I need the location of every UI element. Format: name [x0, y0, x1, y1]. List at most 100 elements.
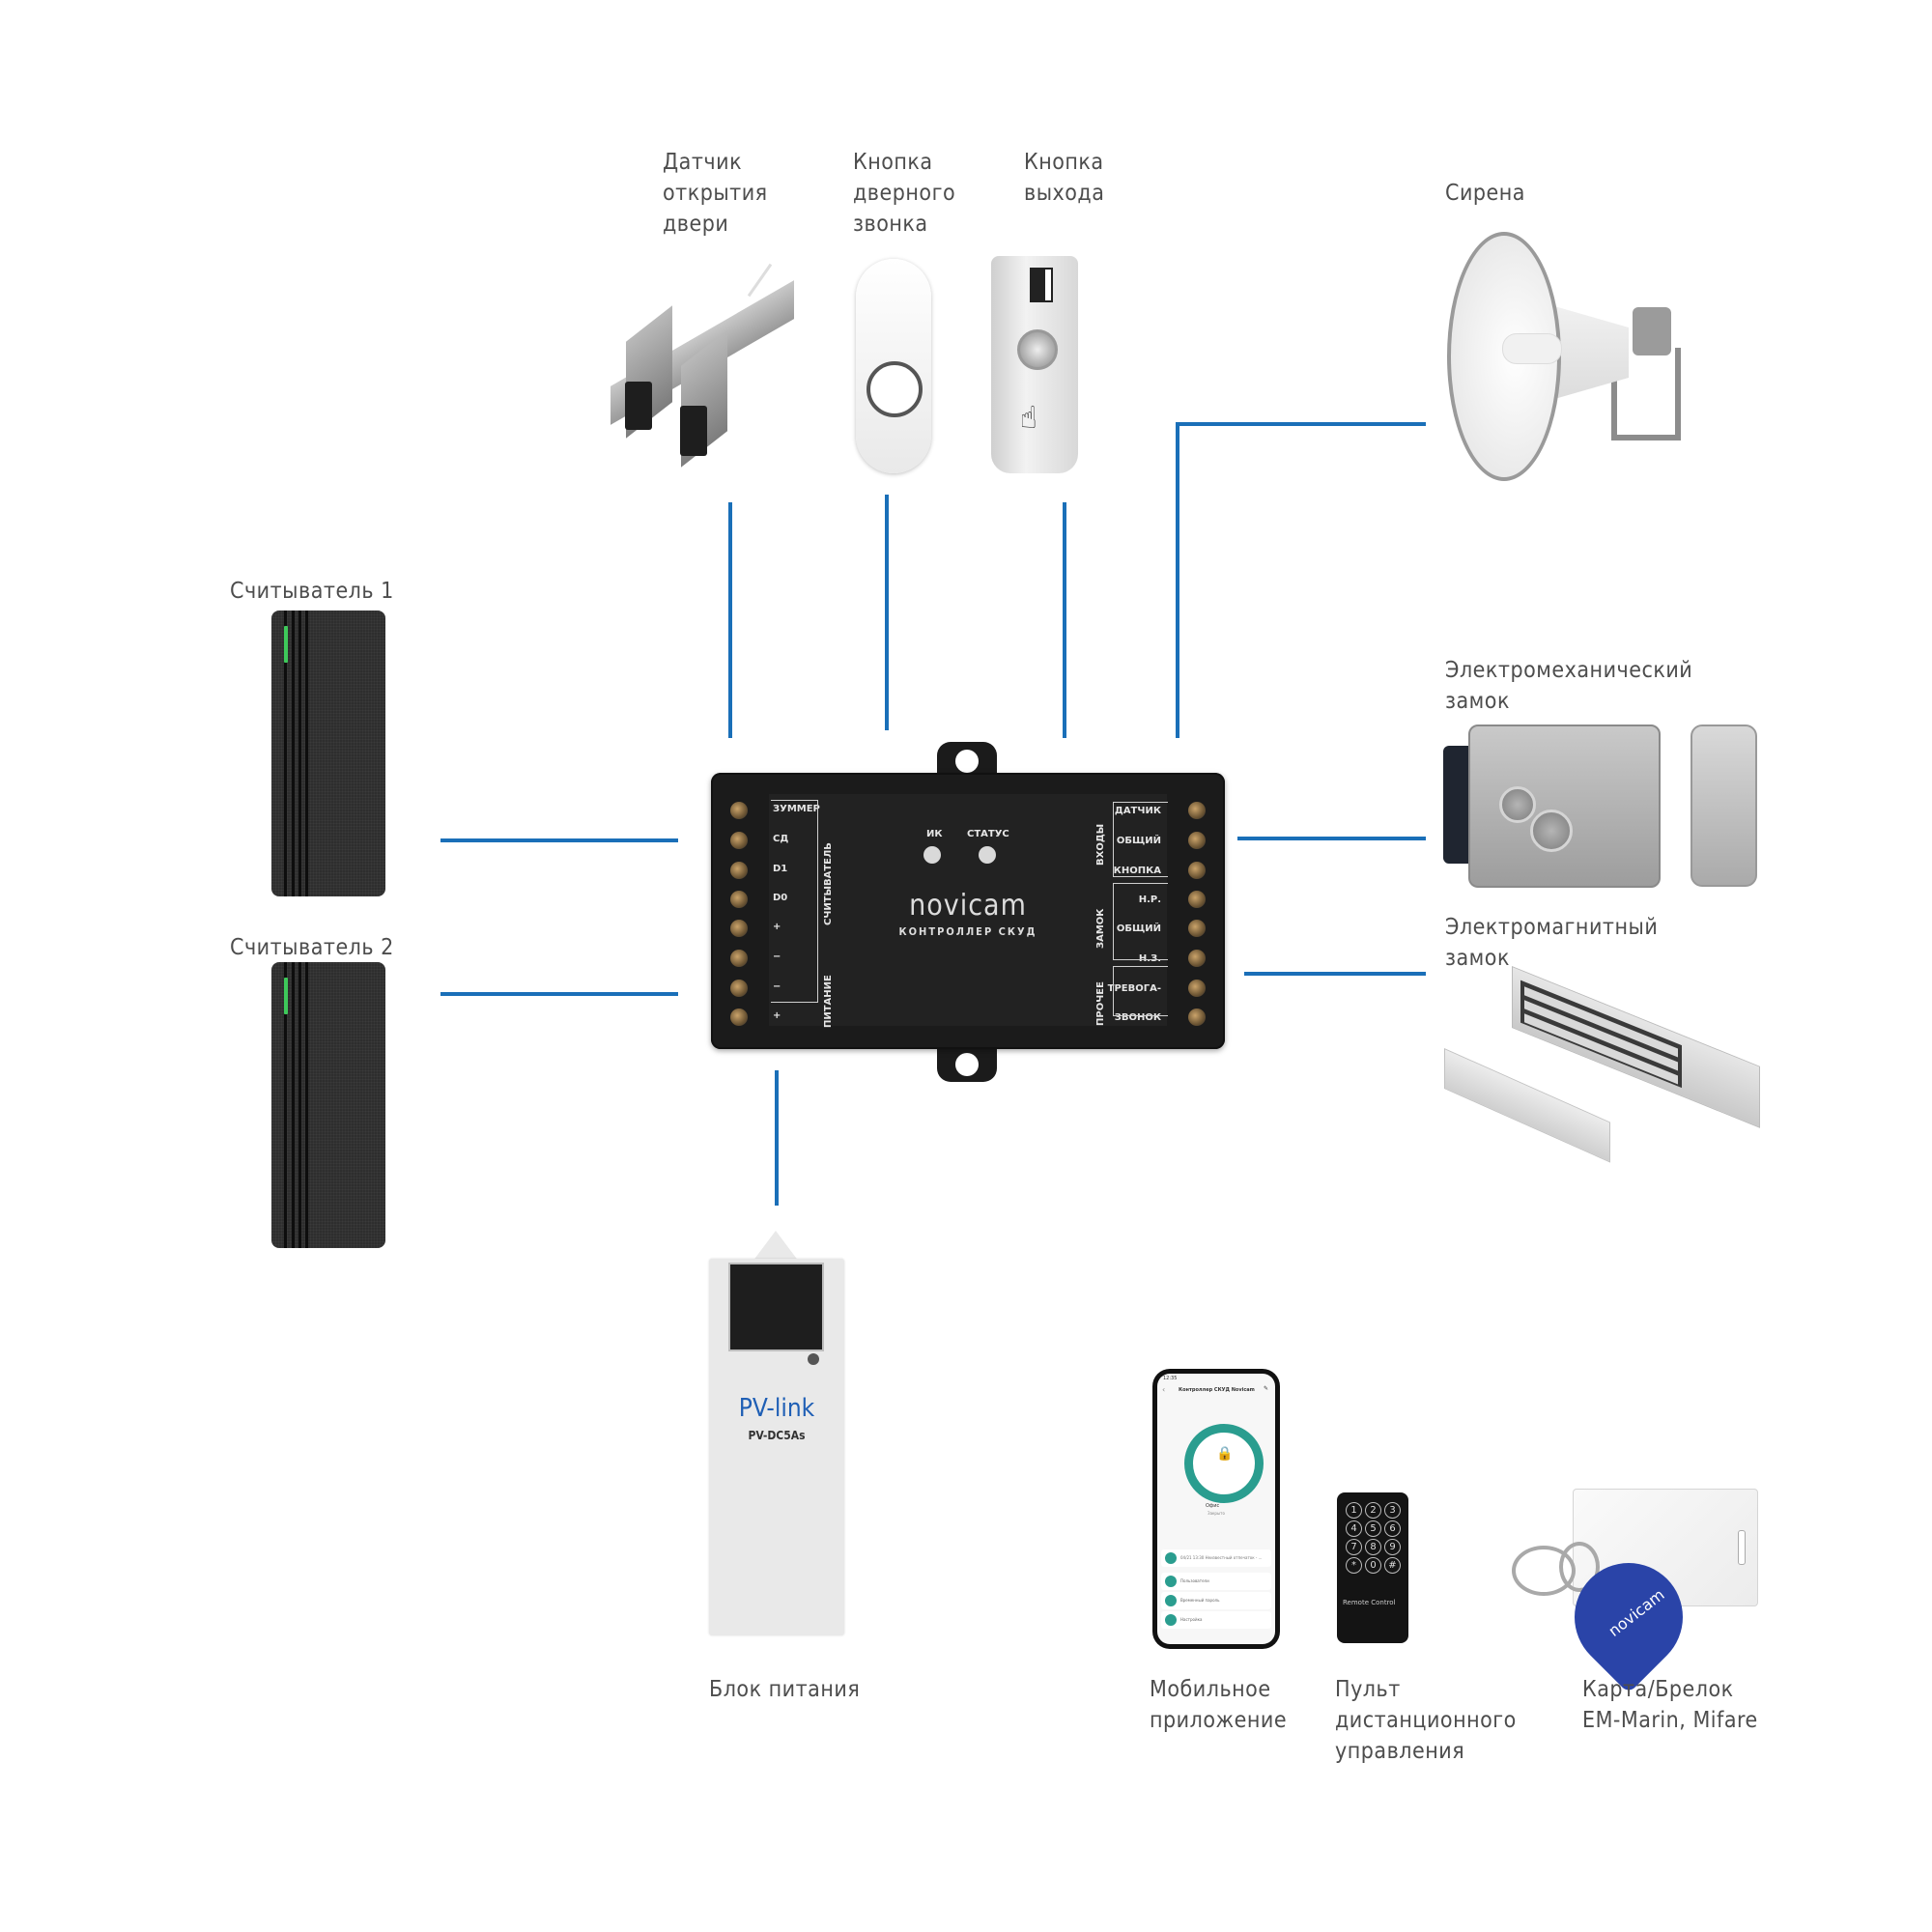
label-line: звонка	[853, 212, 928, 237]
remote-key[interactable]: 5	[1365, 1520, 1381, 1537]
terminal-screw	[730, 980, 748, 997]
lock-body	[1468, 724, 1661, 888]
remote-key[interactable]: 9	[1384, 1539, 1401, 1555]
reader-groove	[298, 611, 301, 896]
door-name: Офис	[1206, 1503, 1220, 1509]
unlock-button[interactable]: 🔒	[1184, 1424, 1264, 1503]
terminal-label: ЗВОНОК	[1114, 1012, 1161, 1023]
terminal-label: +	[773, 922, 781, 932]
power-supply-label: Блок питания	[709, 1674, 860, 1705]
terminal-label: ТРЕВОГА-	[1107, 983, 1161, 994]
label-line: Считыватель 2	[230, 935, 394, 960]
wire-siren-vertical	[1176, 422, 1179, 738]
controller-brand: novicam	[909, 889, 1027, 923]
wire-doorbell	[885, 495, 889, 730]
lock-icon: 🔒	[1216, 1446, 1234, 1462]
reader-1-image	[271, 611, 385, 896]
siren-driver	[1633, 307, 1671, 355]
terminal-label: Н.З.	[1138, 953, 1161, 964]
label-line: выхода	[1024, 181, 1105, 206]
hand-pointer-icon: ☝	[1020, 399, 1037, 436]
status-led	[979, 846, 996, 864]
app-title: Контроллер СКУД Novicam	[1179, 1387, 1255, 1393]
menu-users[interactable]: Пользователи	[1161, 1573, 1271, 1590]
reader-groove	[292, 962, 295, 1248]
exit-button-label: Кнопка выхода	[1024, 147, 1104, 209]
terminal-screw	[1188, 802, 1206, 819]
remote-key[interactable]: 3	[1384, 1502, 1401, 1519]
label-line: двери	[663, 212, 729, 237]
controller-faceplate	[769, 794, 1167, 1026]
remote-key[interactable]: 2	[1365, 1502, 1381, 1519]
psu-model: PV-DC5As	[748, 1429, 806, 1442]
terminal-screw	[1188, 920, 1206, 937]
reader-groove	[298, 962, 301, 1248]
bell-push-icon	[867, 361, 923, 417]
menu-temp-password[interactable]: Временный пароль	[1161, 1592, 1271, 1609]
door-sensor-label: Датчик открытия двери	[663, 147, 768, 240]
terminal-label: ЗУММЕР	[773, 804, 820, 814]
psu-terminal-block	[728, 1263, 824, 1351]
terminal-screw	[1188, 862, 1206, 879]
remote-key[interactable]: 7	[1346, 1539, 1362, 1555]
mount-hole	[955, 750, 979, 773]
menu-label: Пользователи	[1180, 1578, 1209, 1583]
phone-screen: 12:35 ‹ Контроллер СКУД Novicam ✎ 🔒 Офис…	[1157, 1374, 1275, 1644]
mobile-app-label: Мобильное приложение	[1150, 1674, 1287, 1736]
label-line: приложение	[1150, 1708, 1288, 1733]
remote-key[interactable]: 8	[1365, 1539, 1381, 1555]
terminal-screw	[730, 862, 748, 879]
terminal-label: ДАТЧИК	[1114, 806, 1161, 816]
remote-control-label: Пульт дистанционного управления	[1335, 1674, 1517, 1767]
terminal-screw	[1188, 950, 1206, 967]
remote-key[interactable]: #	[1384, 1557, 1401, 1574]
terminal-screw	[730, 920, 748, 937]
label-line: EM-Marin, Mifare	[1582, 1708, 1758, 1733]
label-line: дистанционного	[1335, 1708, 1517, 1733]
psu-brand: PV-link	[738, 1394, 815, 1423]
reader-groove	[292, 611, 295, 896]
keyring-icon	[1559, 1542, 1600, 1592]
terminal-label: Н.Р.	[1138, 895, 1161, 905]
wire-door-sensor	[728, 502, 732, 738]
terminal-label: −	[773, 981, 781, 992]
wire-electromagnetic-lock	[1244, 972, 1426, 976]
label-line: Датчик	[663, 150, 743, 175]
terminal-screw	[730, 891, 748, 908]
reader-1-label: Считыватель 1	[230, 576, 394, 607]
door-state: Закрыто	[1208, 1511, 1225, 1516]
group-label-inputs: ВХОДЫ	[1095, 823, 1106, 866]
group-label-power: ПИТАНИЕ	[823, 975, 834, 1028]
edit-icon[interactable]: ✎	[1264, 1385, 1269, 1392]
label-line: Кнопка	[1024, 150, 1104, 175]
label-line: Блок питания	[709, 1677, 861, 1702]
reader-groove	[284, 611, 287, 896]
label-line: Электромеханический	[1445, 658, 1693, 683]
electromagnetic-lock-label: Электромагнитный замок	[1445, 912, 1658, 974]
card-slot	[1738, 1530, 1746, 1565]
event-row[interactable]: 04/21 13:30 Неизвестный отпечаток - ...	[1161, 1549, 1271, 1567]
wire-electromechanical-lock	[1237, 837, 1426, 840]
terminal-screw	[1188, 832, 1206, 849]
lock-group-bracket	[1113, 883, 1168, 960]
menu-label: Временный пароль	[1180, 1598, 1220, 1603]
electromechanical-lock-label: Электромеханический замок	[1445, 655, 1692, 717]
terminal-label: +	[773, 1010, 781, 1021]
menu-settings[interactable]: Настройка	[1161, 1611, 1271, 1629]
label-line: Мобильное	[1150, 1677, 1271, 1702]
remote-key[interactable]: 4	[1346, 1520, 1362, 1537]
menu-label: Настройка	[1180, 1617, 1203, 1622]
magnet-coil	[1520, 980, 1682, 1089]
remote-key[interactable]: *	[1346, 1557, 1362, 1574]
siren-center	[1502, 333, 1562, 364]
inputs-group-bracket	[1113, 802, 1168, 877]
lock-button	[1499, 786, 1536, 823]
wire-reader-1	[440, 838, 678, 842]
card-fob-label: Карта/Брелок EM-Marin, Mifare	[1582, 1674, 1758, 1736]
wire-exit-button	[1063, 502, 1066, 738]
remote-key[interactable]: 6	[1384, 1520, 1401, 1537]
back-icon[interactable]: ‹	[1162, 1385, 1166, 1394]
remote-key[interactable]: 1	[1346, 1502, 1362, 1519]
remote-key[interactable]: 0	[1365, 1557, 1381, 1574]
